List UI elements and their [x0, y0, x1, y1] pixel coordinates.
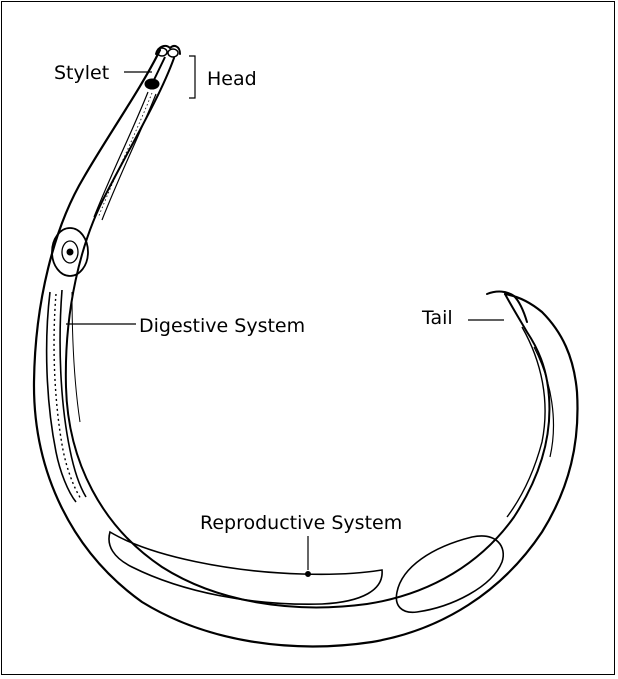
body-outer-outline — [34, 50, 578, 646]
label-stylet: Stylet — [54, 62, 109, 84]
head-lip-right — [168, 49, 178, 57]
tail-internal-structure-2 — [534, 347, 553, 457]
label-tail: Tail — [421, 307, 453, 329]
head-bracket — [189, 56, 195, 98]
esophagus-right-wall — [102, 94, 156, 220]
stylet-knobs — [145, 79, 159, 89]
ovary-posterior — [109, 532, 382, 604]
label-head: Head — [207, 68, 257, 90]
esophagus-left-wall — [94, 92, 148, 217]
label-digestive-system: Digestive System — [139, 315, 305, 337]
label-reproductive-system: Reproductive System — [200, 512, 402, 534]
reproductive-organs — [109, 327, 553, 612]
vulva — [306, 572, 311, 577]
bulb-valve — [67, 249, 73, 255]
intestine-lumen — [72, 292, 80, 422]
